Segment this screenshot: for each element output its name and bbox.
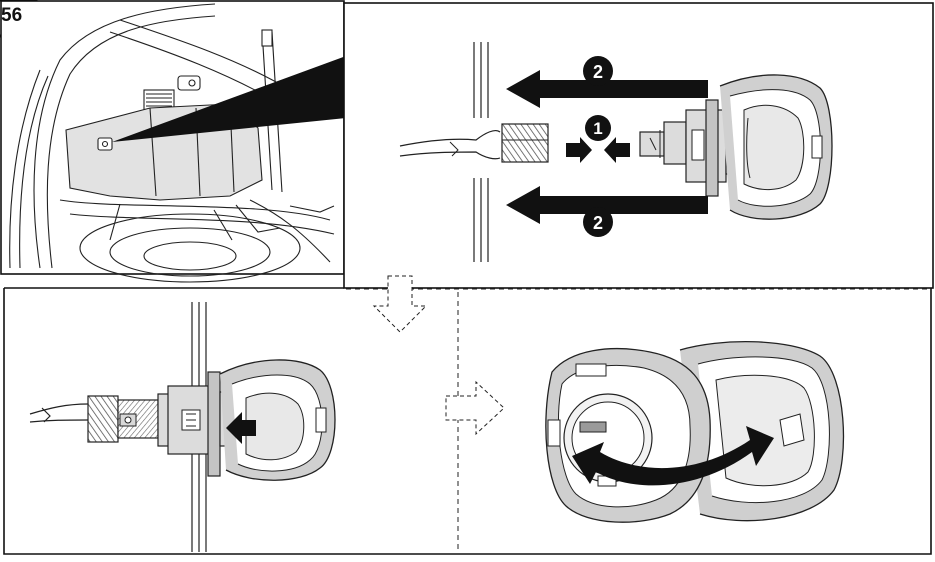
lower-frame [3, 287, 932, 555]
callout-step-1-label: 1 [593, 119, 602, 138]
step-remove-panel [29, 302, 336, 552]
step-install-panel [545, 340, 845, 523]
flow-arrow-right-icon [445, 380, 505, 436]
overview-panel [0, 0, 346, 283]
figure-number-text: 56 [1, 5, 23, 26]
figure-number: 56 [0, 0, 36, 36]
callout-step-1: 1 [585, 115, 611, 141]
zoom-leader-wedge [112, 56, 346, 142]
lamp-socket-rotate-icon [545, 340, 845, 523]
callout-step-2-bottom-label: 2 [593, 213, 603, 233]
lamp-unit-pull-icon [29, 302, 336, 552]
callout-step-2-bottom: 2 [583, 207, 613, 237]
callout-step-2-top: 2 [583, 56, 613, 86]
connector-disconnect-icon [399, 42, 833, 262]
callout-step-2-top-label: 2 [593, 62, 603, 82]
detail-panel: 1 2 2 [343, 2, 934, 289]
flow-arrow-down-icon [372, 275, 428, 333]
